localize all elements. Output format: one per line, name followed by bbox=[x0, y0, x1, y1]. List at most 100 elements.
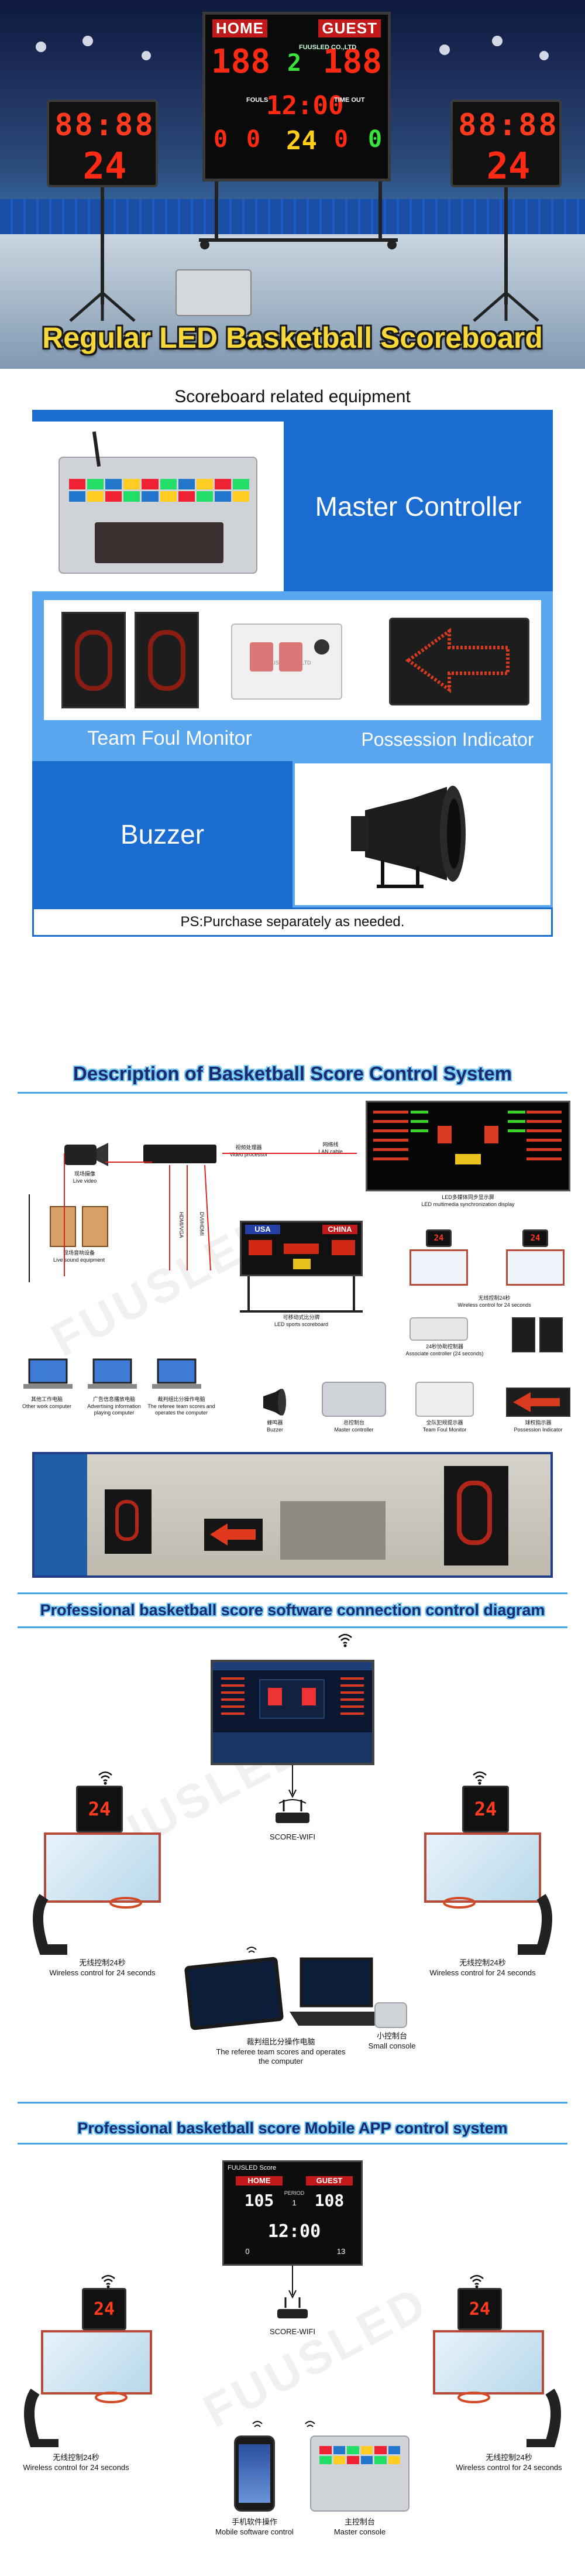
buzzer-icon bbox=[351, 786, 466, 888]
app-guest-score[interactable]: 108 bbox=[314, 2191, 345, 2210]
left-tripod-pole bbox=[101, 187, 104, 304]
control-system-heading: Description of Basketball Score Control … bbox=[73, 1063, 512, 1084]
cap-foul-en: Team Foul Monitor bbox=[422, 1427, 467, 1433]
cap-associate-cn: 24秒协助控制器 bbox=[425, 1344, 463, 1349]
master-controller-label: Master Controller bbox=[315, 491, 522, 522]
wifi-icon bbox=[338, 1633, 352, 1647]
cap-possession-cn: 球权指示器 bbox=[525, 1420, 552, 1426]
console-key bbox=[69, 479, 86, 489]
team-foul-monitor-right bbox=[135, 612, 199, 708]
console-key bbox=[105, 491, 122, 502]
router-icon bbox=[276, 1799, 309, 1823]
app-heading: Professional basketball score Mobile APP… bbox=[77, 2119, 508, 2137]
app-hoop-right: 24 bbox=[427, 2272, 573, 2447]
home-label: HOME bbox=[212, 19, 267, 37]
console-key bbox=[214, 491, 231, 502]
hero-title: Regular LED Basketball Scoreboard bbox=[42, 321, 543, 354]
team-foul-controller-small bbox=[415, 1382, 474, 1417]
brand-label: FUUSLED CO.,LTD bbox=[299, 44, 357, 51]
possession-indicator-label: Possession Indicator bbox=[361, 729, 534, 751]
foul-monitor-small-left bbox=[512, 1317, 535, 1352]
cap-wireless-cn: 无线控制24秒 bbox=[478, 1295, 511, 1301]
hoop-shot-clock: 24 bbox=[469, 2298, 491, 2320]
console-display bbox=[95, 522, 223, 563]
cap-live-video-cn: 现场摄像 bbox=[74, 1171, 95, 1177]
cap-associate-en: Associate controller (24 seconds) bbox=[405, 1351, 484, 1356]
console-key bbox=[87, 479, 104, 489]
cap-master-en: Master controller bbox=[334, 1427, 374, 1433]
master-controller-image bbox=[32, 422, 284, 591]
left-caption-cn: 无线控制24秒 bbox=[79, 1958, 126, 1967]
hoop-left: 24 bbox=[26, 1768, 178, 1955]
sb-home-team: USA bbox=[245, 1225, 280, 1235]
section-rule bbox=[18, 1626, 567, 1628]
computer-caption-en: The referee team scores and operates the… bbox=[216, 2047, 346, 2066]
app-right-caption-cn: 无线控制24秒 bbox=[486, 2453, 532, 2462]
home-fouls-label: FOULS bbox=[246, 97, 269, 104]
hoop-right-small: 24 bbox=[500, 1229, 570, 1294]
game-clock: 12:00 bbox=[266, 91, 344, 121]
cable-label-dvi: DVI/HDMI bbox=[199, 1212, 205, 1236]
app-period-label: PERIOD bbox=[284, 2190, 305, 2196]
console-key bbox=[374, 2456, 387, 2464]
wifi-icon bbox=[473, 1771, 487, 1785]
app-left-caption-en: Wireless control for 24 seconds bbox=[23, 2463, 129, 2472]
console-key bbox=[123, 491, 140, 502]
cap-foul-cn: 全队犯规提示器 bbox=[426, 1420, 463, 1426]
reset-knob bbox=[314, 639, 329, 655]
possession-indicator-device bbox=[389, 618, 529, 705]
associate-controller-device bbox=[410, 1317, 468, 1341]
left-shot-clock: 88:88 24 bbox=[47, 100, 158, 187]
backboard bbox=[424, 1832, 541, 1903]
app-clock[interactable]: 12:00 bbox=[267, 2221, 321, 2242]
cap-buzzer-cn: 蜂鸣器 bbox=[267, 1420, 283, 1426]
cap-advertising-en: Advertising information playing computer bbox=[87, 1403, 141, 1416]
console-key bbox=[319, 2446, 332, 2454]
equipment-heading: Scoreboard related equipment bbox=[174, 387, 411, 406]
right-caption-cn: 无线控制24秒 bbox=[459, 1958, 506, 1967]
app-hoop-left: 24 bbox=[12, 2272, 158, 2447]
possession-indicator-small bbox=[506, 1388, 570, 1417]
app-guest-fouls[interactable]: 13 bbox=[336, 2247, 346, 2256]
app-home-score[interactable]: 105 bbox=[244, 2191, 274, 2210]
app-left-caption-cn: 无线控制24秒 bbox=[53, 2453, 99, 2462]
cap-possession-en: Possession Indicator bbox=[514, 1427, 563, 1433]
time-out-label: TIME OUT bbox=[334, 97, 365, 104]
console-key bbox=[360, 2456, 373, 2464]
app-home-fouls[interactable]: 0 bbox=[245, 2247, 250, 2256]
console-key bbox=[333, 2456, 345, 2464]
team-foul-monitor-label: Team Foul Monitor bbox=[87, 727, 252, 750]
devices-image: FUUSLED CO.,LTD bbox=[44, 600, 541, 720]
hoop-shot-clock: 24 bbox=[93, 2298, 115, 2320]
console-key bbox=[360, 2446, 373, 2454]
court-floor bbox=[0, 234, 585, 369]
backboard bbox=[410, 1249, 468, 1286]
score-software-screen bbox=[211, 1660, 374, 1765]
foul-button-left bbox=[250, 642, 273, 672]
console-caption-en: Small console bbox=[368, 2041, 416, 2050]
buzzer-label-panel bbox=[32, 761, 292, 907]
phone-device bbox=[234, 2435, 275, 2512]
app-period[interactable]: 1 bbox=[292, 2198, 297, 2207]
photo-foul-monitor-large bbox=[444, 1466, 508, 1566]
hoop-right: 24 bbox=[407, 1768, 559, 1955]
cap-master-cn: 总控制台 bbox=[343, 1420, 364, 1426]
heading-rule bbox=[18, 1092, 567, 1094]
master-controller-device bbox=[58, 431, 257, 574]
small-console-device bbox=[374, 2002, 407, 2028]
home-score: 188 bbox=[211, 43, 271, 81]
console-key bbox=[333, 2446, 345, 2454]
console-key bbox=[196, 479, 213, 489]
master-controller-small bbox=[322, 1382, 386, 1417]
foul-digit bbox=[75, 630, 112, 691]
foul-button-right bbox=[279, 642, 302, 672]
console-key bbox=[142, 479, 159, 489]
hero-console bbox=[176, 269, 252, 316]
foul-controller: FUUSLED CO.,LTD bbox=[231, 624, 342, 700]
left-tripod-legs bbox=[69, 293, 136, 322]
hoop-base bbox=[33, 1894, 142, 1955]
team-foul-monitor-left bbox=[61, 612, 126, 708]
speaker-right-icon bbox=[82, 1206, 108, 1247]
phone-caption-en: Mobile software control bbox=[215, 2527, 294, 2536]
